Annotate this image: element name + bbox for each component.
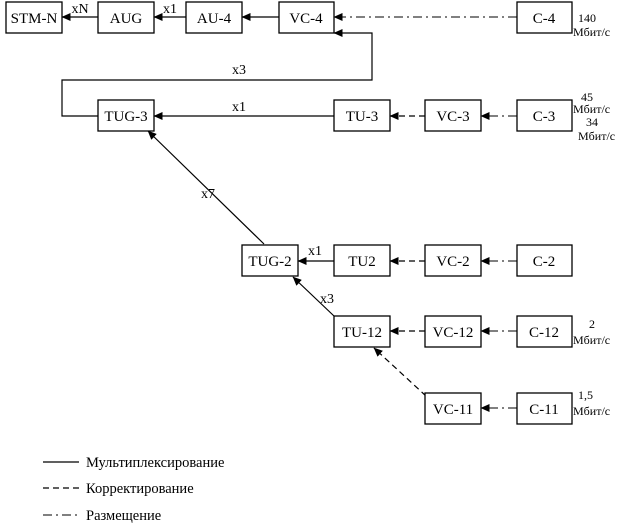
- rate-c3-unit-a: Мбит/с: [573, 102, 610, 116]
- block-tu2: TU2: [333, 244, 391, 277]
- connector-tug3-vc4-loop: [61, 29, 373, 117]
- legend-mapping-label: Размещение: [86, 508, 161, 524]
- rate-c11-value: 1,5: [578, 388, 593, 402]
- block-tug3-label: TUG-3: [104, 109, 147, 125]
- rate-c4-unit: Мбит/с: [573, 25, 610, 39]
- block-vc12: VC-12: [424, 315, 482, 348]
- block-tu2-label: TU2: [348, 254, 376, 270]
- multiplier-x3-tu12: x3: [320, 292, 334, 307]
- block-c11: C-11: [516, 392, 573, 425]
- block-vc11-label: VC-11: [433, 402, 473, 418]
- block-tu12: TU-12: [333, 315, 391, 348]
- legend-alignment-label: Корректирование: [86, 481, 194, 497]
- block-tug2: TUG-2: [241, 244, 299, 277]
- connector-vc11-tu12: [373, 347, 427, 397]
- block-c11-label: C-11: [529, 402, 558, 418]
- connector-tug2-tug3: [147, 130, 265, 245]
- block-vc3-label: VC-3: [436, 109, 469, 125]
- block-vc2-label: VC-2: [436, 254, 469, 270]
- block-c2: C-2: [516, 244, 573, 277]
- multiplier-x7: x7: [201, 187, 215, 202]
- block-tu12-label: TU-12: [342, 325, 382, 341]
- rate-c11-unit: Мбит/с: [573, 404, 610, 418]
- block-vc4-label: VC-4: [289, 11, 323, 27]
- rate-c12-unit: Мбит/с: [573, 333, 610, 347]
- block-c12: C-12: [516, 315, 573, 348]
- block-c12-label: C-12: [529, 325, 559, 341]
- block-c3-label: C-3: [533, 109, 556, 125]
- connector-tu12-tug2: [292, 276, 335, 317]
- block-c2-label: C-2: [533, 254, 556, 270]
- block-vc4: VC-4: [278, 1, 335, 34]
- block-vc11: VC-11: [424, 392, 482, 425]
- block-vc3: VC-3: [424, 99, 482, 132]
- block-vc12-label: VC-12: [433, 325, 474, 341]
- block-stm-n-label: STM-N: [11, 11, 58, 27]
- rate-c3-value-a: 45: [581, 90, 593, 104]
- block-aug: AUG: [97, 1, 155, 34]
- legend: Мультиплексирование Корректирование Разм…: [43, 455, 224, 524]
- block-c4-label: C-4: [533, 11, 556, 27]
- block-tu3: TU-3: [333, 99, 391, 132]
- multiplier-x1-tu3: x1: [232, 100, 246, 115]
- multiplier-x1-aug: x1: [163, 2, 177, 17]
- block-c4: C-4: [516, 1, 573, 34]
- rate-c4-value: 140: [578, 11, 596, 25]
- multiplier-x3-loop: x3: [232, 63, 246, 78]
- block-tug3: TUG-3: [97, 99, 155, 132]
- block-c3: C-3: [516, 99, 573, 132]
- multiplier-x1-tu2: x1: [308, 244, 322, 259]
- rate-c12-value: 2: [589, 317, 595, 331]
- block-aug-label: AUG: [110, 11, 143, 27]
- block-tu3-label: TU-3: [346, 109, 379, 125]
- block-stm-n: STM-N: [5, 1, 63, 34]
- block-vc2: VC-2: [424, 244, 482, 277]
- block-au4-label: AU-4: [197, 11, 232, 27]
- legend-multiplexing-label: Мультиплексирование: [86, 455, 224, 471]
- block-tug2-label: TUG-2: [248, 254, 291, 270]
- rate-c3-value-b: 34: [586, 115, 598, 129]
- block-au4: AU-4: [185, 1, 243, 34]
- rate-c3-unit-b: Мбит/с: [578, 129, 615, 143]
- multiplier-xn: xN: [71, 2, 88, 17]
